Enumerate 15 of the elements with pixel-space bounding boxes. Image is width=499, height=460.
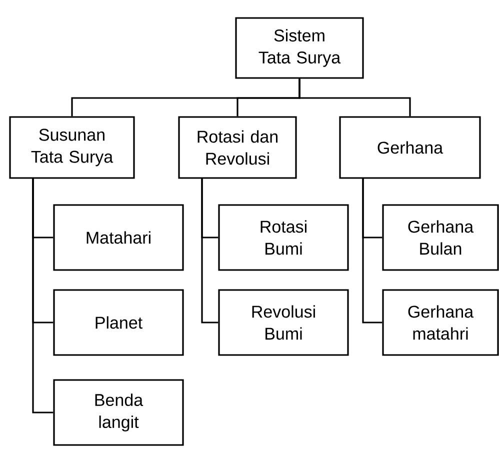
topic-box: Susunan Tata Surya bbox=[9, 116, 135, 179]
topic-box: Revolusi Bumi bbox=[218, 289, 349, 356]
connector-line bbox=[362, 178, 382, 324]
topic-box: Gerhana matahri bbox=[382, 289, 499, 356]
topic-box: Planet bbox=[53, 289, 184, 356]
connector-line bbox=[32, 178, 54, 414]
topic-box: Benda langit bbox=[53, 379, 184, 446]
topic-box: Matahari bbox=[53, 204, 184, 271]
topic-box: Gerhana Bulan bbox=[382, 204, 499, 271]
connector-line bbox=[298, 78, 411, 116]
topic-box: Gerhana bbox=[339, 116, 481, 179]
topic-box: Rotasi Bumi bbox=[218, 204, 349, 271]
topic-box: Sistem Tata Surya bbox=[235, 17, 364, 79]
topic-box: Rotasi dan Revolusi bbox=[178, 116, 297, 179]
connector-line bbox=[201, 178, 218, 324]
